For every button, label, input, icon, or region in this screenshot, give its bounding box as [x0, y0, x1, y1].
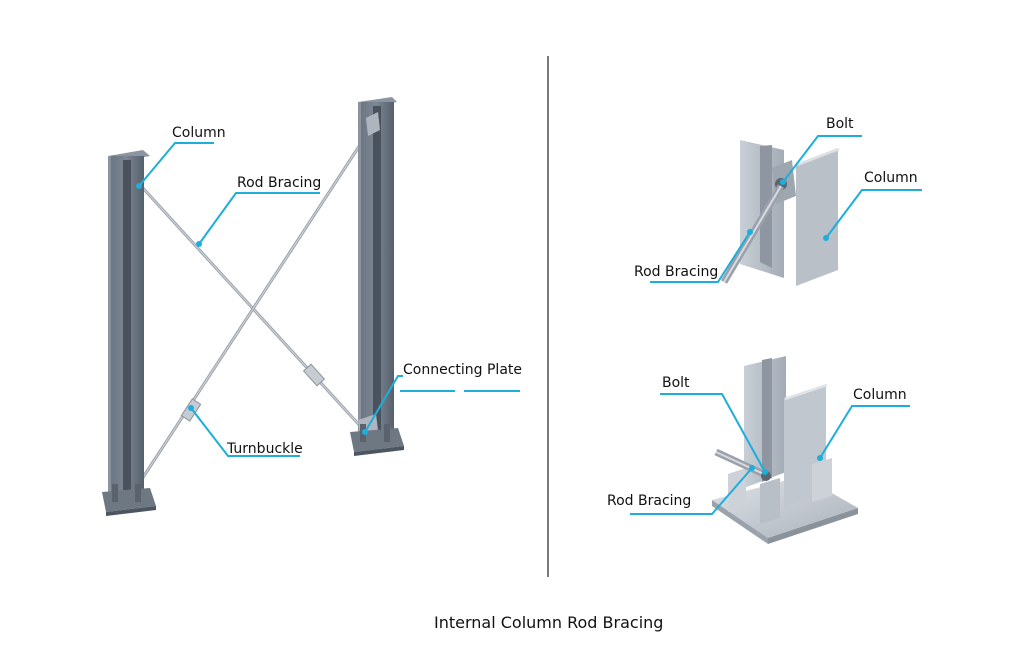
bottom-label-bolt: Bolt	[662, 375, 690, 391]
left-frame-illustration	[102, 97, 520, 516]
left-leaders	[138, 142, 520, 457]
bottom-detail-illustration	[630, 356, 910, 544]
bottom-label-column: Column	[853, 387, 907, 403]
left-column	[102, 150, 156, 516]
left-label-turnbuckle: Turnbuckle	[227, 441, 303, 457]
left-label-rod-bracing: Rod Bracing	[237, 175, 322, 191]
rod-bracing	[138, 127, 373, 483]
top-label-bolt: Bolt	[826, 116, 854, 132]
figure-caption: Internal Column Rod Bracing	[434, 613, 664, 632]
top-label-rod-bracing: Rod Bracing	[634, 264, 719, 280]
bottom-label-rod-bracing: Rod Bracing	[607, 493, 692, 509]
left-label-column: Column	[172, 125, 226, 141]
top-label-column: Column	[864, 170, 918, 186]
left-label-connecting-plate: Connecting Plate	[403, 362, 522, 378]
right-column	[350, 97, 404, 456]
left-leader-dots	[136, 183, 368, 435]
top-detail-illustration	[650, 135, 922, 286]
turnbuckle	[302, 363, 326, 387]
